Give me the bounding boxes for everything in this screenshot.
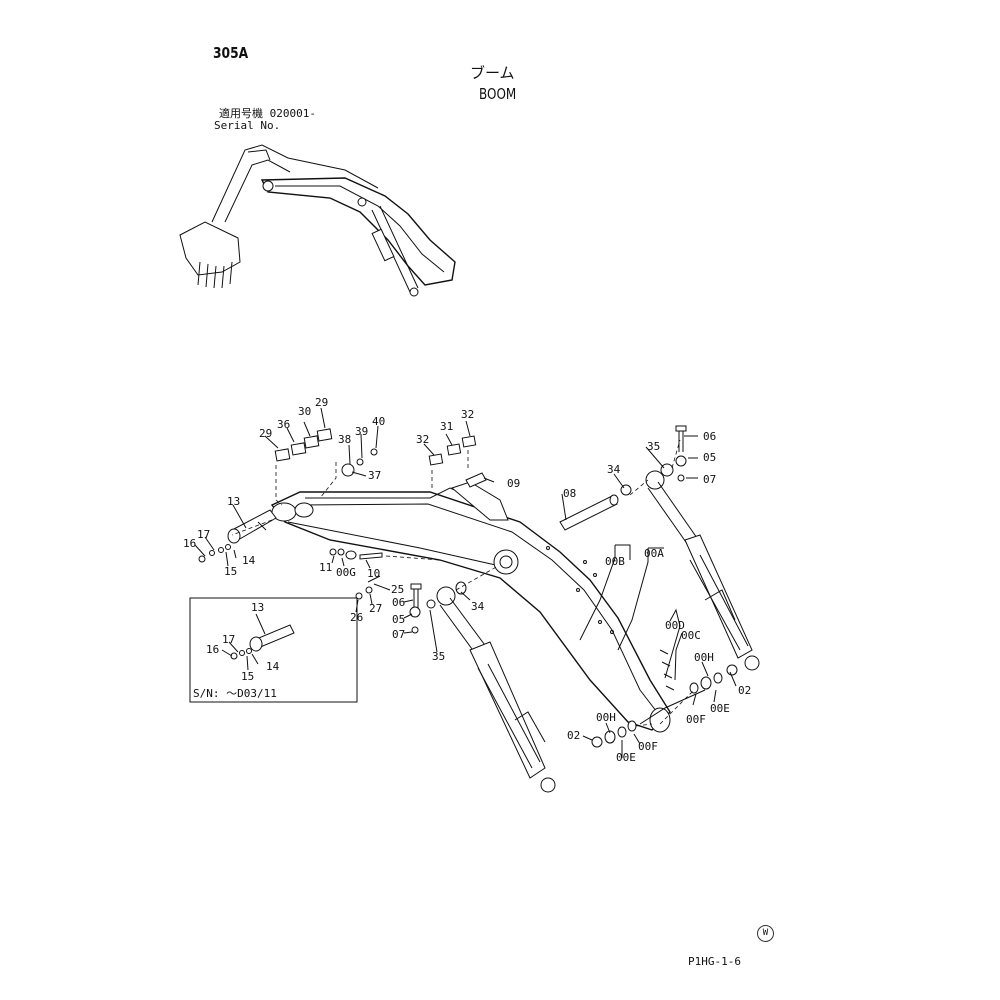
title-english: BOOM [479, 85, 517, 103]
inset-detail-box [189, 597, 358, 703]
inset-callout-15: 15 [241, 670, 255, 683]
callout-36: 36 [277, 418, 291, 431]
callout-00E: 00E [616, 751, 636, 764]
callout-00A: 00A [644, 547, 664, 560]
callout-02: 02 [567, 729, 581, 742]
callout-31: 31 [440, 420, 454, 433]
callout-05: 05 [703, 451, 717, 464]
callout-00G: 00G [336, 566, 356, 579]
pin-08 [559, 494, 619, 531]
callout-35: 35 [647, 440, 661, 453]
left-boom-cylinder [436, 586, 556, 793]
callout-00F: 00F [638, 740, 658, 753]
callout-32: 32 [416, 433, 430, 446]
callout-11: 11 [319, 561, 333, 574]
callout-27: 27 [369, 602, 383, 615]
callout-16: 16 [183, 537, 197, 550]
boom-main-body [270, 481, 706, 733]
callout-02: 02 [738, 684, 752, 697]
bolt-06-b [410, 583, 422, 608]
pin-10 [359, 552, 383, 560]
callout-13: 13 [227, 495, 241, 508]
dashed-guides [231, 439, 695, 727]
inset-callout-14: 14 [266, 660, 280, 673]
callout-07: 07 [392, 628, 406, 641]
callout-00H: 00H [694, 651, 714, 664]
bolt-06-a [675, 425, 687, 452]
section-code: 305A [213, 44, 249, 62]
right-boom-cylinder [645, 470, 760, 671]
callout-06: 06 [703, 430, 717, 443]
callout-35: 35 [432, 650, 446, 663]
callout-00H: 00H [596, 711, 616, 724]
callout-06: 06 [392, 596, 406, 609]
callout-40: 40 [372, 415, 386, 428]
callout-15: 15 [224, 565, 238, 578]
callout-07: 07 [703, 473, 717, 486]
callout-08: 08 [563, 487, 577, 500]
callout-00F: 00F [686, 713, 706, 726]
serial-applicable-label: 適用号機 020001- [219, 107, 316, 120]
callout-05: 05 [392, 613, 406, 626]
callout-25: 25 [391, 583, 405, 596]
callout-39: 39 [355, 425, 369, 438]
inset-callout-16: 16 [206, 643, 220, 656]
callout-00D: 00D [665, 619, 685, 632]
inset-serial-note: S/N: ～D03/11 [193, 687, 277, 700]
callout-17: 17 [197, 528, 211, 541]
callout-38: 38 [338, 433, 352, 446]
callout-00E: 00E [710, 702, 730, 715]
title-japanese: ブーム [470, 64, 515, 82]
callout-14: 14 [242, 554, 256, 567]
serial-no-label: Serial No. [214, 119, 281, 132]
watermark-circle-icon: W [757, 925, 774, 942]
callout-29: 29 [259, 427, 273, 440]
callout-34: 34 [607, 463, 621, 476]
callout-26: 26 [350, 611, 364, 624]
callout-29: 29 [315, 396, 329, 409]
callout-30: 30 [298, 405, 312, 418]
callout-32: 32 [461, 408, 475, 421]
callout-00B: 00B [605, 555, 625, 568]
inset-callout-13: 13 [251, 601, 265, 614]
callout-37: 37 [368, 469, 382, 482]
pin-13 [227, 509, 277, 544]
callout-09: 09 [507, 477, 521, 490]
callout-00C: 00C [681, 629, 701, 642]
pin-09 [465, 472, 487, 488]
inset-callout-17: 17 [222, 633, 236, 646]
overview-machine-sketch [179, 144, 456, 297]
small-hardware [198, 428, 738, 748]
leader-lines [194, 407, 737, 758]
callout-34: 34 [471, 600, 485, 613]
page-reference: P1HG-1-6 [688, 955, 741, 968]
callout-10: 10 [367, 567, 381, 580]
